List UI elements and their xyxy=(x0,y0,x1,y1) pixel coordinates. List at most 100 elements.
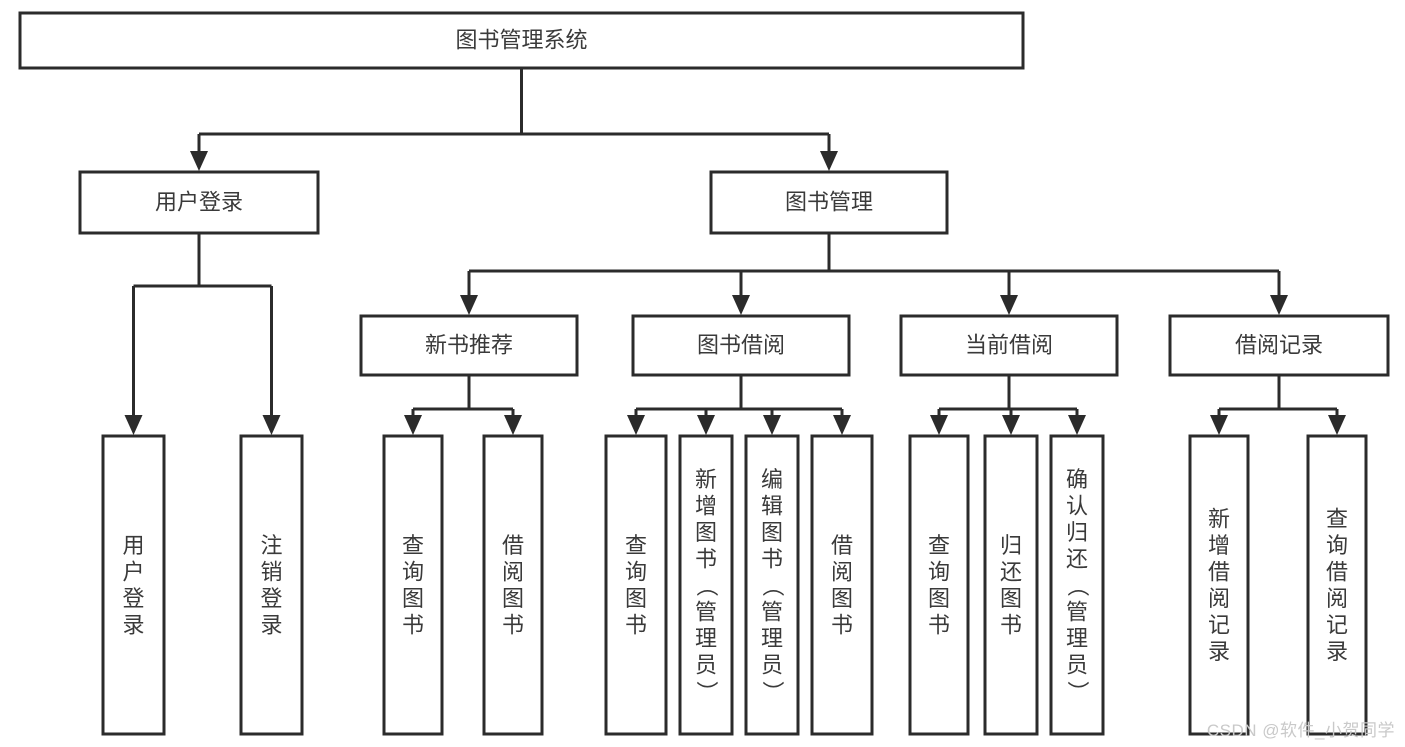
svg-text:阅: 阅 xyxy=(502,560,524,585)
svg-text:户: 户 xyxy=(122,560,144,585)
svg-text:登: 登 xyxy=(260,586,282,611)
svg-text:录: 录 xyxy=(122,613,144,638)
svg-text:图: 图 xyxy=(695,520,717,545)
leaf-node-box-leaf-add-record[interactable] xyxy=(1188,434,1250,736)
csdn-watermark: CSDN @软件_小贺同学 xyxy=(1206,721,1395,740)
svg-text:理: 理 xyxy=(695,626,717,651)
arrow-head-icon xyxy=(627,415,645,435)
svg-text:归: 归 xyxy=(1066,520,1088,545)
leaf-node-box-leaf-borrow-book-2[interactable] xyxy=(810,434,874,736)
arrow-head-icon xyxy=(697,415,715,435)
svg-text:阅: 阅 xyxy=(831,560,853,585)
arrow-head-icon xyxy=(833,415,851,435)
svg-text:借: 借 xyxy=(1326,560,1348,585)
svg-text:新: 新 xyxy=(1208,507,1230,532)
svg-text:图: 图 xyxy=(402,586,424,611)
arrow-head-icon xyxy=(1000,295,1018,315)
leaf-node-box-leaf-edit-book[interactable] xyxy=(744,434,800,736)
svg-text:还: 还 xyxy=(1000,560,1022,585)
svg-text:管: 管 xyxy=(695,599,717,624)
svg-text:员: 员 xyxy=(761,652,783,677)
leaf-node-box-leaf-query-book-2[interactable] xyxy=(604,434,668,736)
boxes-layer: 图书管理系统用户登录图书管理新书推荐图书借阅当前借阅借阅记录用户登录注销登录查询… xyxy=(18,11,1390,736)
level2-node-box-user-login[interactable] xyxy=(78,170,320,235)
svg-text:还: 还 xyxy=(1066,546,1088,571)
arrow-head-icon xyxy=(1210,415,1228,435)
svg-text:（: （ xyxy=(694,575,719,597)
svg-text:录: 录 xyxy=(1208,639,1230,664)
svg-text:阅: 阅 xyxy=(1326,586,1348,611)
level3-node-box-current-borrow[interactable] xyxy=(899,314,1119,377)
svg-text:管: 管 xyxy=(1066,599,1088,624)
svg-text:书: 书 xyxy=(1000,613,1022,638)
arrow-head-icon xyxy=(1328,415,1346,435)
level2-node-box-book-management[interactable] xyxy=(709,170,949,235)
leaf-node-box-leaf-return-book[interactable] xyxy=(983,434,1039,736)
level3-node-label-current-borrow: 当前借阅 xyxy=(965,332,1053,357)
svg-text:销: 销 xyxy=(260,560,282,585)
leaf-node-box-leaf-user-login[interactable] xyxy=(101,434,166,736)
connectors-layer xyxy=(124,68,1346,435)
svg-text:（: （ xyxy=(760,575,785,597)
leaf-node-box-leaf-logout-login[interactable] xyxy=(239,434,304,736)
svg-text:书: 书 xyxy=(695,546,717,571)
svg-text:增: 增 xyxy=(1208,533,1230,558)
level3-node-label-new-book-recommend: 新书推荐 xyxy=(425,332,513,357)
arrow-head-icon xyxy=(930,415,948,435)
svg-text:确: 确 xyxy=(1066,467,1088,492)
svg-text:书: 书 xyxy=(402,613,424,638)
svg-text:注: 注 xyxy=(260,533,282,558)
svg-text:录: 录 xyxy=(1326,639,1348,664)
arrow-head-icon xyxy=(190,151,208,171)
arrow-head-icon xyxy=(504,415,522,435)
svg-text:借: 借 xyxy=(502,533,524,558)
svg-text:图: 图 xyxy=(928,586,950,611)
svg-text:查: 查 xyxy=(402,533,424,558)
svg-text:查: 查 xyxy=(625,533,647,558)
root-node-label: 图书管理系统 xyxy=(455,27,587,52)
svg-text:理: 理 xyxy=(761,626,783,651)
svg-text:书: 书 xyxy=(831,613,853,638)
svg-text:图: 图 xyxy=(831,586,853,611)
level3-node-box-borrow-record[interactable] xyxy=(1168,314,1390,377)
svg-text:询: 询 xyxy=(625,560,647,585)
svg-text:新: 新 xyxy=(695,467,717,492)
svg-text:借: 借 xyxy=(831,533,853,558)
svg-text:图: 图 xyxy=(625,586,647,611)
level3-node-box-new-book-recommend[interactable] xyxy=(359,314,579,377)
svg-text:图: 图 xyxy=(1000,586,1022,611)
svg-text:理: 理 xyxy=(1066,626,1088,651)
leaf-node-box-leaf-query-record[interactable] xyxy=(1306,434,1368,736)
arrow-head-icon xyxy=(1270,295,1288,315)
svg-text:（: （ xyxy=(1065,575,1090,597)
arrow-head-icon xyxy=(124,415,143,435)
level3-node-box-book-borrow[interactable] xyxy=(631,314,851,377)
svg-text:借: 借 xyxy=(1208,560,1230,585)
arrow-head-icon xyxy=(460,295,478,315)
leaf-node-box-leaf-borrow-book-1[interactable] xyxy=(482,434,544,736)
leaf-node-box-leaf-add-book[interactable] xyxy=(678,434,734,736)
svg-text:）: ） xyxy=(694,681,719,703)
svg-text:书: 书 xyxy=(761,546,783,571)
arrow-head-icon xyxy=(262,415,281,435)
leaf-node-box-leaf-confirm-return[interactable] xyxy=(1049,434,1105,736)
arrow-head-icon xyxy=(732,295,750,315)
svg-text:录: 录 xyxy=(260,613,282,638)
arrow-head-icon xyxy=(763,415,781,435)
svg-text:用: 用 xyxy=(122,533,144,558)
root-node-box[interactable] xyxy=(18,11,1025,70)
leaf-node-box-leaf-query-book-3[interactable] xyxy=(908,434,970,736)
svg-text:书: 书 xyxy=(625,613,647,638)
arrow-head-icon xyxy=(820,151,838,171)
leaf-node-box-leaf-query-book-1[interactable] xyxy=(382,434,444,736)
svg-text:认: 认 xyxy=(1066,493,1088,518)
